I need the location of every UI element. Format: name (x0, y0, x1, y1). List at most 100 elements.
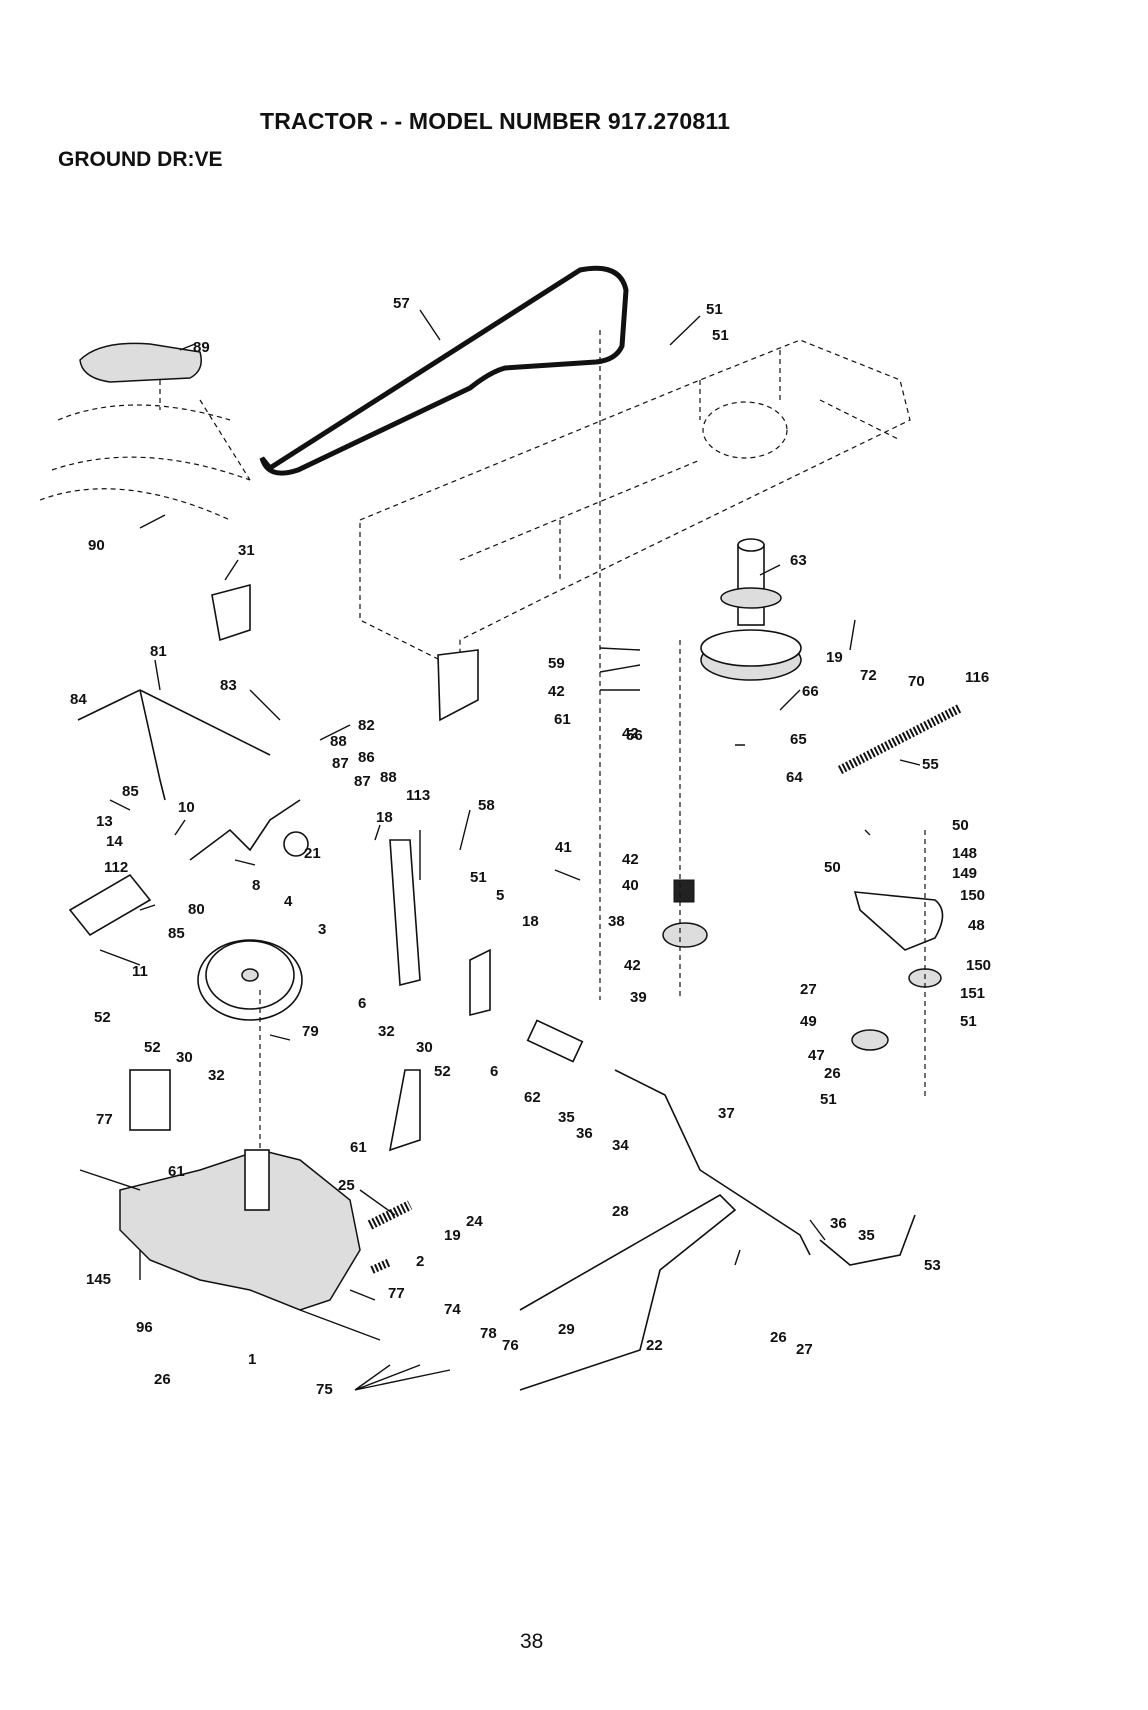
brake-bracket (68, 873, 152, 937)
callout: 90 (88, 537, 105, 554)
callout: 112 (104, 859, 128, 876)
callout: 50 (952, 817, 969, 834)
callout: 149 (952, 865, 977, 882)
callout: 6 (358, 995, 366, 1012)
callout: 96 (136, 1319, 153, 1336)
callout: 72 (860, 667, 877, 684)
transaxle (119, 1149, 361, 1311)
callout: 41 (555, 839, 572, 856)
callout: 151 (960, 985, 985, 1002)
callout: 5 (496, 887, 504, 904)
callout: 35 (558, 1109, 575, 1126)
lever (189, 799, 301, 861)
callout: 19 (444, 1227, 461, 1244)
callout: 36 (830, 1215, 847, 1232)
callout: 51 (470, 869, 487, 886)
callout: 84 (70, 691, 87, 708)
callout: 52 (434, 1063, 451, 1080)
callout: 29 (558, 1321, 575, 1338)
callout: 11 (132, 963, 148, 980)
callout: 51 (960, 1013, 977, 1030)
callout: 81 (150, 643, 167, 660)
callout: 51 (712, 327, 729, 344)
callout: 3 (318, 921, 326, 938)
callout: 83 (220, 677, 237, 694)
callout: 77 (96, 1111, 113, 1128)
callout: 76 (502, 1337, 519, 1354)
callout: 26 (824, 1065, 841, 1082)
callout: 57 (393, 295, 410, 312)
callout: 88 (330, 733, 347, 750)
callout: 10 (178, 799, 195, 816)
idler-bracket (853, 891, 944, 951)
heat-shield (211, 583, 251, 642)
callout: 27 (800, 981, 817, 998)
callout: 145 (86, 1271, 111, 1288)
pulley-shaft (737, 544, 765, 626)
callout: 78 (480, 1325, 497, 1342)
callout: 80 (188, 901, 205, 918)
section-title: GROUND DR:VE (58, 148, 223, 171)
callout: 26 (770, 1329, 787, 1346)
callout: 87 (354, 773, 371, 790)
callout: 18 (522, 913, 539, 930)
callout: 87 (332, 755, 349, 772)
callout-labels: 57 51 51 89 90 31 63 19 72 70 116 81 83 … (70, 295, 991, 1398)
page-number: 38 (520, 1630, 544, 1653)
callout: 21 (304, 845, 321, 862)
callout: 13 (96, 813, 113, 830)
callout: 51 (706, 301, 723, 318)
callout: 52 (94, 1009, 111, 1026)
callout: 82 (358, 717, 375, 734)
callout: 150 (960, 887, 985, 904)
page-title: TRACTOR - - MODEL NUMBER 917.270811 (260, 108, 731, 134)
callout: 88 (380, 769, 397, 786)
callout: 48 (968, 917, 985, 934)
tractor-frame (359, 339, 911, 671)
callout: 26 (154, 1371, 171, 1388)
callout: 77 (388, 1285, 405, 1302)
callout: 63 (790, 552, 807, 569)
callout: 58 (478, 797, 495, 814)
callout: 32 (378, 1023, 395, 1040)
callout: 39 (630, 989, 647, 1006)
callout: 65 (790, 731, 807, 748)
callout: 30 (416, 1039, 433, 1056)
callout: 85 (168, 925, 185, 942)
callout: 51 (820, 1091, 837, 1108)
callout: 61 (554, 711, 571, 728)
callout: 42 (622, 851, 639, 868)
callout: 42 (624, 957, 641, 974)
callout: 64 (786, 769, 803, 786)
callout: 61 (350, 1139, 367, 1156)
callout: 14 (106, 833, 123, 850)
callout: 148 (952, 845, 977, 862)
callout: 53 (924, 1257, 941, 1274)
callout: 59 (548, 655, 565, 672)
callout: 31 (238, 542, 255, 559)
callout: 8 (252, 877, 260, 894)
callout: 42 (548, 683, 565, 700)
callout: 86 (358, 749, 375, 766)
callout: 4 (284, 893, 293, 910)
callout: 36 (576, 1125, 593, 1142)
callout: 22 (646, 1337, 663, 1354)
compression-spring (367, 1200, 413, 1230)
linkage-rod (519, 1194, 737, 1391)
callout: 49 (800, 1013, 817, 1030)
callout: 52 (144, 1039, 161, 1056)
callout: 55 (922, 756, 939, 773)
callout: 28 (612, 1203, 629, 1220)
callout: 150 (966, 957, 991, 974)
callout: 62 (524, 1089, 541, 1106)
callout: 18 (376, 809, 393, 826)
callout: 75 (316, 1381, 333, 1398)
idler-pulley (662, 922, 708, 948)
callout: 61 (168, 1163, 185, 1180)
callout: 30 (176, 1049, 193, 1066)
callout: 70 (908, 673, 925, 690)
extension-spring (837, 704, 963, 774)
bracket (437, 649, 479, 722)
callout: 47 (808, 1047, 825, 1064)
